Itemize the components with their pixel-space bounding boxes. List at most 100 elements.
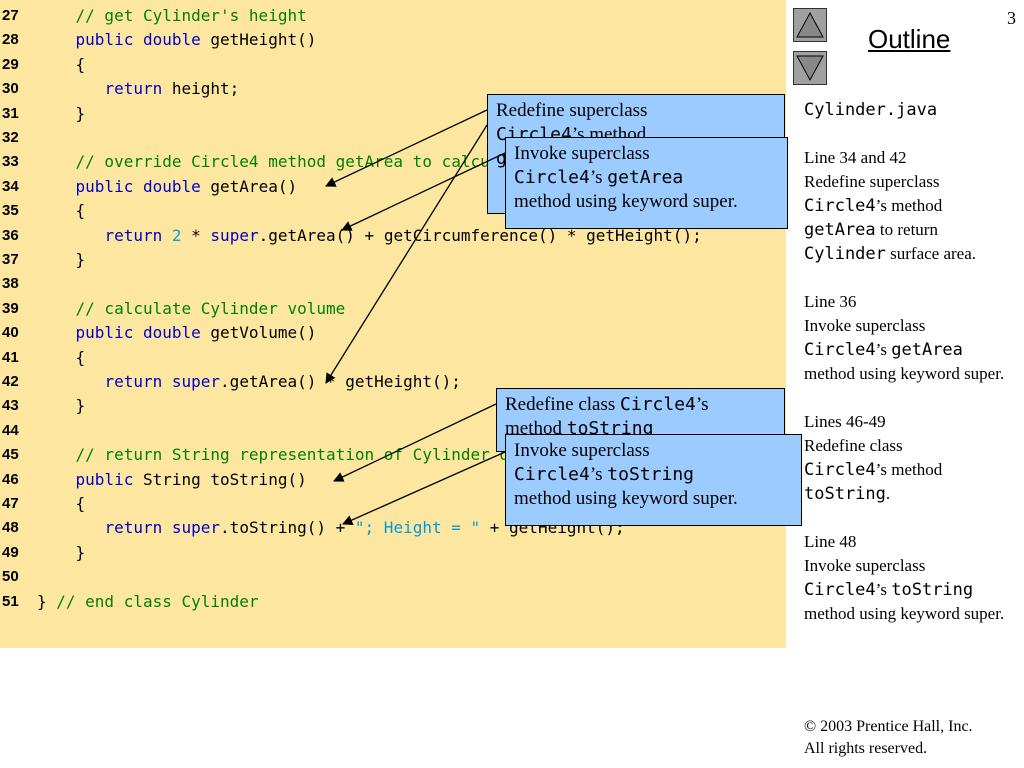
previous-slide-button[interactable] <box>793 8 827 42</box>
code-token: public <box>75 30 134 50</box>
code-text: } <box>37 541 86 565</box>
line-number: 31 <box>2 104 19 122</box>
line-number: 49 <box>2 543 19 561</box>
code-text: public double getArea() <box>37 175 298 199</box>
line-number: 37 <box>2 251 19 268</box>
line-number: 35 <box>2 202 19 220</box>
line-number: 50 <box>2 568 19 586</box>
code-token <box>37 79 104 98</box>
code-token: getArea() <box>200 176 298 196</box>
code-token: String toString() <box>133 469 307 489</box>
code-token <box>133 177 143 196</box>
code-token: double <box>142 176 201 196</box>
note-class: Circle4 <box>804 340 876 360</box>
code-token <box>37 30 76 49</box>
note-class: Circle4 <box>804 580 876 600</box>
code-token: 2 <box>171 225 182 245</box>
note-heading: Lines 46-49 <box>804 412 886 431</box>
line-number: 33 <box>2 153 19 171</box>
code-token: return <box>104 225 163 245</box>
note-text: method using keyword super. <box>804 364 1005 383</box>
callout-text: Redefine superclass <box>496 100 648 121</box>
callout-method: getArea <box>607 167 684 188</box>
note-text: Invoke superclass <box>804 556 926 575</box>
code-text: // get Cylinder's height <box>37 4 307 28</box>
note-method: toString <box>804 484 886 504</box>
code-token: public <box>75 469 134 489</box>
note-method: getArea <box>891 340 963 360</box>
note-text: ’s <box>875 340 892 359</box>
code-text: { <box>37 199 86 223</box>
callout-class: Circle4 <box>514 167 590 188</box>
callout-text: ’s <box>695 394 709 415</box>
note-text: . <box>885 484 891 503</box>
callout-text: method using keyword super. <box>514 191 738 212</box>
code-token <box>37 518 104 537</box>
note-line-36: Line 36 Invoke superclass Circle4’s getA… <box>804 290 1019 386</box>
code-token: { <box>37 54 86 74</box>
code-text: // return String representation of Cylin… <box>37 443 558 467</box>
line-number: 36 <box>2 226 19 244</box>
code-text: public double getHeight() <box>37 28 317 52</box>
line-number: 44 <box>2 421 19 439</box>
note-text: method using keyword super. <box>804 604 1005 623</box>
code-token: // return String representation of Cylin… <box>75 445 558 465</box>
code-token: .toString() + <box>220 518 355 538</box>
code-token <box>37 6 76 25</box>
code-token <box>162 372 172 391</box>
note-text: ’s method <box>875 460 943 479</box>
triangle-down-icon <box>796 55 824 82</box>
line-number: 29 <box>2 55 19 73</box>
note-method: toString <box>891 580 974 600</box>
code-token: public <box>75 176 134 196</box>
code-token <box>37 299 76 318</box>
code-token: } <box>37 542 86 562</box>
code-text: { <box>37 53 86 77</box>
callout-tostring-invoke: Invoke superclass Circle4’s toString met… <box>505 434 802 526</box>
code-token: { <box>37 494 86 513</box>
outline-title[interactable]: Outline <box>868 24 951 54</box>
line-number: 43 <box>2 397 19 415</box>
copyright-rights: All rights reserved. <box>804 740 928 757</box>
callout-method: toString <box>607 464 694 485</box>
line-number: 34 <box>2 177 19 195</box>
line-number: 40 <box>2 324 19 342</box>
next-slide-button[interactable] <box>793 51 827 85</box>
code-token: * <box>181 225 211 245</box>
note-class: Circle4 <box>804 196 876 216</box>
note-line-48: Line 48 Invoke superclass Circle4’s toSt… <box>804 530 1019 626</box>
copyright-symbol: © <box>804 718 817 735</box>
code-token: getHeight() <box>200 30 317 50</box>
line-number: 27 <box>2 7 19 24</box>
code-text: } // end class Cylinder <box>37 590 259 614</box>
code-token: double <box>142 323 201 343</box>
line-number: 47 <box>2 495 19 512</box>
callout-text: Redefine class <box>505 394 621 415</box>
note-text: Redefine superclass <box>804 172 940 191</box>
code-token <box>37 372 104 391</box>
code-token: { <box>37 347 86 367</box>
slide-number: 3 <box>1007 8 1016 28</box>
line-number: 46 <box>2 470 19 488</box>
code-token: } <box>37 250 86 269</box>
line-number: 41 <box>2 348 19 366</box>
code-token: return <box>104 79 163 99</box>
code-text: return super.getArea() * getHeight(); <box>37 370 460 394</box>
callout-getarea-invoke: Invoke superclass Circle4’s getArea meth… <box>505 137 788 229</box>
code-token: } <box>37 396 86 416</box>
code-text: } <box>37 248 86 272</box>
code-token: { <box>37 201 86 221</box>
copyright-text: 2003 Prentice Hall, Inc. <box>816 718 973 735</box>
callout-class: Circle4 <box>514 464 590 485</box>
code-token: getVolume() <box>200 323 317 343</box>
code-token: // end class Cylinder <box>56 591 259 611</box>
line-number: 45 <box>2 446 19 464</box>
callout-text: ’s <box>589 464 608 485</box>
callout-text: ’s <box>589 167 608 188</box>
code-token: super <box>210 225 259 245</box>
copyright: © 2003 Prentice Hall, Inc. All rights re… <box>804 716 973 760</box>
note-line-34-42: Line 34 and 42 Redefine superclass Circl… <box>804 146 1019 266</box>
callout-text: method using keyword super. <box>514 488 738 509</box>
note-method: getArea <box>804 220 876 240</box>
line-number: 48 <box>2 519 19 537</box>
